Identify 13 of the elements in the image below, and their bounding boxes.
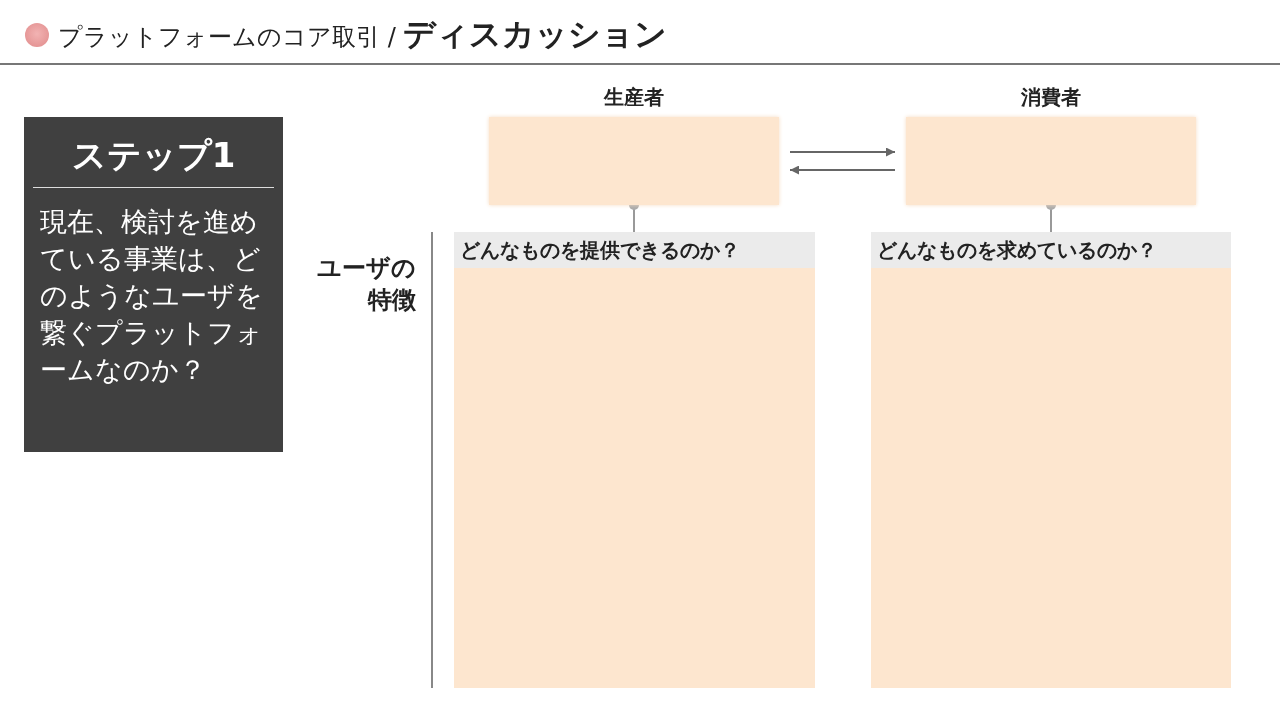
panel-header: どんなものを求めているのか？ — [871, 232, 1231, 268]
content-panel — [454, 232, 815, 688]
panel-header: どんなものを提供できるのか？ — [454, 232, 815, 268]
arrow — [789, 165, 896, 175]
step-card — [24, 117, 283, 452]
arrow — [789, 147, 896, 157]
step-title: ステップ1 — [70, 134, 237, 177]
column-heading: 消費者 — [1020, 84, 1082, 111]
column-heading: 生産者 — [602, 84, 665, 111]
content-panel — [871, 232, 1231, 688]
side-label: ユーザの特徴 — [316, 253, 416, 316]
step-question: 現在、検討を進めている事業は、どのようなユーザを繋ぐプラットフォームなのか？ — [40, 205, 264, 387]
page-title: プラットフォームのコア取引 / ディスカッション — [58, 14, 668, 55]
